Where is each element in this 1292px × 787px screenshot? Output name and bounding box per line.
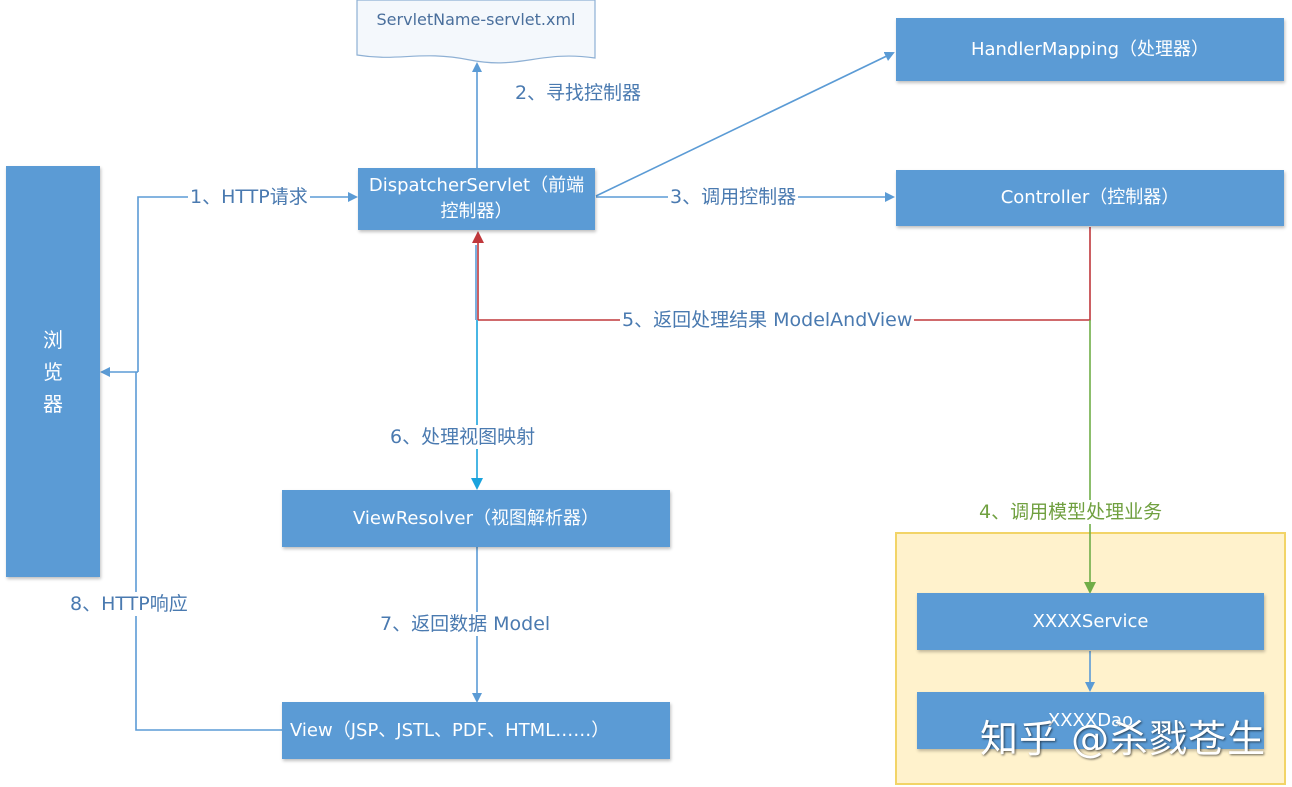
- edge-step8: [135, 372, 283, 731]
- step2-text: 2、寻找控制器: [514, 82, 642, 104]
- config-file-shape: [356, 0, 596, 64]
- browser-label: 浏 览 器: [43, 327, 63, 416]
- view-resolver-node: ViewResolver（视图解析器）: [282, 490, 670, 547]
- step8-label: 8、HTTP响应: [68, 592, 190, 616]
- step6-label: 6、处理视图映射: [388, 425, 538, 449]
- dao-node: XXXXDao: [917, 692, 1264, 749]
- view-node: View（JSP、JSTL、PDF、HTML……）: [282, 702, 670, 759]
- dao-label: XXXXDao: [1047, 709, 1134, 731]
- dispatcher-servlet-label: DispatcherServlet（前端控制器）: [368, 175, 585, 222]
- edge-step5: [478, 227, 1091, 321]
- step2-label: 2、寻找控制器: [508, 78, 648, 108]
- controller-node: Controller（控制器）: [896, 170, 1284, 226]
- edge-handler-mapping: [595, 51, 895, 197]
- service-label: XXXXService: [1032, 610, 1149, 632]
- handler-mapping-node: HandlerMapping（处理器）: [896, 18, 1284, 81]
- controller-label: Controller（控制器）: [1000, 187, 1180, 208]
- step5-label: 5、返回处理结果 ModelAndView: [620, 308, 915, 332]
- config-file-label: ServletName-servlet.xml: [376, 10, 576, 29]
- step4-label: 4、调用模型处理业务: [977, 500, 1165, 524]
- step7-label: 7、返回数据 Model: [378, 612, 553, 636]
- view-label: View（JSP、JSTL、PDF、HTML……）: [290, 719, 610, 741]
- edge-step1: [137, 192, 358, 372]
- step1-label: 1、HTTP请求: [188, 185, 310, 209]
- browser-node: 浏 览 器: [6, 166, 100, 577]
- step3-label: 3、调用控制器: [668, 185, 799, 209]
- watermark: 知乎 @杀戮苍生: [980, 717, 1267, 761]
- service-node: XXXXService: [917, 593, 1264, 650]
- dispatcher-servlet-node: DispatcherServlet（前端控制器）: [358, 168, 595, 230]
- view-resolver-label: ViewResolver（视图解析器）: [352, 507, 599, 529]
- handler-mapping-label: HandlerMapping（处理器）: [970, 38, 1210, 60]
